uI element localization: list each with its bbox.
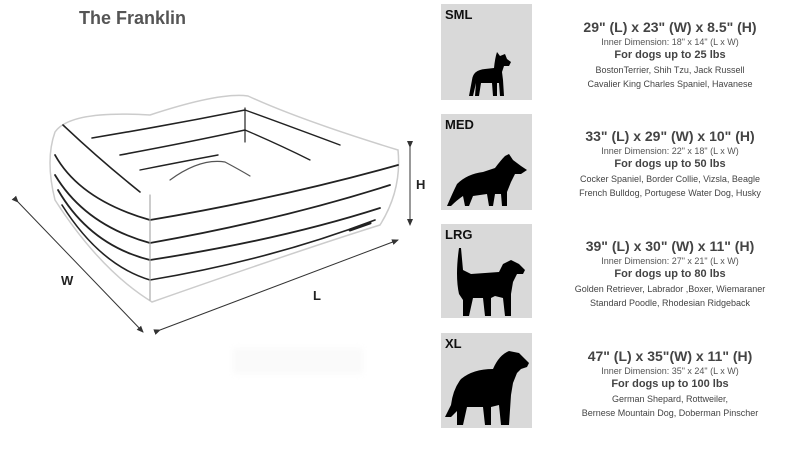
- product-title: The Franklin: [79, 8, 187, 28]
- size-card-xl: XL: [441, 333, 532, 428]
- outer-dimensions: 47" (L) x 35"(W) x 11" (H): [587, 348, 753, 364]
- border-collie-silhouette-icon: [447, 154, 527, 206]
- breeds-line-2: Cavalier King Charles Spaniel, Havanese: [587, 79, 753, 89]
- size-info-sml: 29" (L) x 23" (W) x 8.5" (H) Inner Dimen…: [540, 18, 800, 91]
- width-label: W: [61, 273, 74, 288]
- size-card-med: MED: [441, 114, 532, 210]
- height-label: H: [416, 177, 426, 192]
- breeds-line-1: Golden Retriever, Labrador ,Boxer, Wiema…: [574, 284, 766, 294]
- bed-shadow: [233, 348, 363, 374]
- size-info-med: 33" (L) x 29" (W) x 10" (H) Inner Dimens…: [540, 127, 800, 200]
- outer-dimensions: 29" (L) x 23" (W) x 8.5" (H): [583, 19, 757, 35]
- outer-dimensions: 33" (L) x 29" (W) x 10" (H): [585, 128, 755, 144]
- inner-dimensions: Inner Dimension: 22" x 18" (L x W): [601, 146, 739, 156]
- size-info-lrg: 39" (L) x 30" (W) x 11" (H) Inner Dimens…: [540, 237, 800, 310]
- size-card-lrg: LRG: [441, 224, 532, 318]
- breeds-line-1: German Shepard, Rottweiler,: [611, 394, 729, 404]
- golden-retriever-silhouette-icon: [445, 351, 529, 425]
- size-tag: XL: [445, 336, 462, 351]
- size-tag: LRG: [445, 227, 473, 242]
- size-tag: SML: [445, 7, 473, 22]
- breeds-line-1: Cocker Spaniel, Border Collie, Vizsla, B…: [580, 174, 760, 184]
- weight-limit: For dogs up to 80 lbs: [614, 268, 726, 280]
- breeds-line-1: BostonTerrier, Shih Tzu, Jack Russell: [595, 65, 745, 75]
- length-label: L: [313, 288, 321, 303]
- inner-dimensions: Inner Dimension: 18" x 14" (L x W): [601, 37, 739, 47]
- size-tag: MED: [445, 117, 474, 132]
- boston-terrier-silhouette-icon: [469, 52, 511, 96]
- inner-dimensions: Inner Dimension: 35" x 24" (L x W): [601, 366, 739, 376]
- size-info-xl: 47" (L) x 35"(W) x 11" (H) Inner Dimensi…: [540, 347, 800, 420]
- size-card-sml: SML: [441, 4, 532, 100]
- weight-limit: For dogs up to 100 lbs: [611, 378, 729, 390]
- outer-dimensions: 39" (L) x 30" (W) x 11" (H): [585, 238, 755, 254]
- breeds-line-2: Standard Poodle, Rhodesian Ridgeback: [589, 298, 751, 308]
- inner-dimensions: Inner Dimension: 27" x 21" (L x W): [601, 256, 739, 266]
- bed-diagram: [11, 94, 413, 335]
- weight-limit: For dogs up to 25 lbs: [614, 49, 726, 61]
- weight-limit: For dogs up to 50 lbs: [614, 158, 726, 170]
- labrador-silhouette-icon: [457, 248, 525, 316]
- breeds-line-2: French Bulldog, Portugese Water Dog, Hus…: [579, 188, 761, 198]
- breeds-line-2: Bernese Mountain Dog, Doberman Pinscher: [581, 408, 759, 418]
